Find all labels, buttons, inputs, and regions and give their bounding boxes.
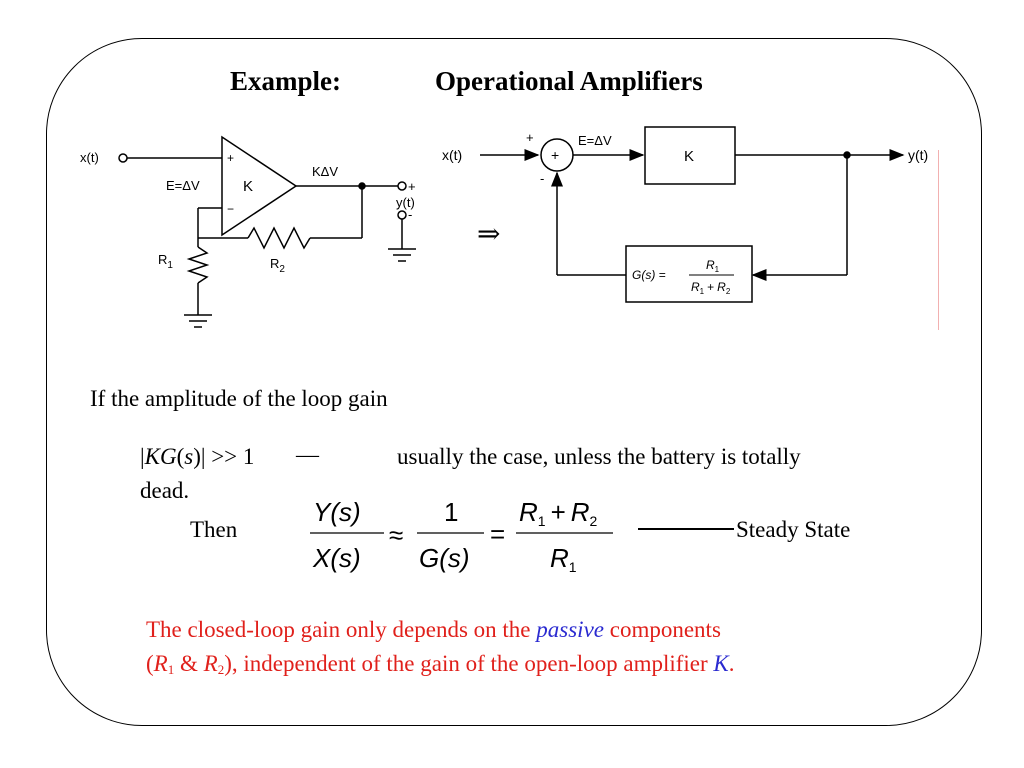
title-example: Example:: [230, 66, 341, 96]
k-symbol: K: [713, 651, 729, 676]
summer-symbol: +: [551, 147, 559, 163]
condition-note-cont: dead.: [140, 478, 190, 503]
output-minus-sign: -: [408, 207, 412, 222]
output-gain-label: KΔV: [312, 164, 338, 179]
eq-mid-num: 1: [444, 497, 458, 527]
conclusion-line1: The closed-loop gain only depends on the…: [146, 617, 721, 642]
eq-approx: ≈: [389, 520, 403, 550]
gain-equation: Y(s) X(s) ≈ 1 G(s) = R1+R2 R1: [310, 497, 613, 575]
feedback-denominator: R1+R2: [691, 280, 731, 296]
input-terminal: [118, 153, 128, 163]
block-diagram: x(t) + - + E=ΔV K y(t) G(s) = R1 R1+R2: [442, 126, 928, 303]
minus-input-sign: −: [227, 202, 234, 216]
output-terminal-plus: [397, 181, 407, 191]
eq-equals: =: [490, 519, 505, 549]
eq-lhs-den: X(s): [312, 543, 361, 573]
slide-frame: [46, 38, 982, 726]
resistor-r2: [247, 226, 311, 250]
circuit-input-label: x(t): [80, 150, 99, 165]
r2-label: R2: [270, 256, 285, 275]
steady-state-line: [638, 528, 734, 530]
eq-rhs-num: R1+R2: [519, 497, 598, 529]
condition-note: usually the case, unless the battery is …: [397, 444, 801, 469]
feedback-numerator: R1: [706, 258, 720, 274]
loop-gain-condition: |KG(s)| >> 1: [140, 444, 255, 469]
bd-plus-sign: +: [526, 130, 534, 145]
eq-lhs-num: Y(s): [313, 497, 361, 527]
bd-block-label: K: [684, 148, 694, 165]
dash: —: [296, 442, 319, 467]
opamp-triangle: [221, 135, 298, 237]
r1-label: R1: [158, 252, 173, 271]
implies-arrow: ⇒: [477, 219, 501, 250]
passive-word: passive: [536, 617, 604, 642]
bd-input-label: x(t): [442, 147, 462, 163]
bd-minus-sign: -: [540, 171, 544, 186]
loop-gain-intro: If the amplitude of the loop gain: [90, 386, 388, 411]
bd-error-label: E=ΔV: [578, 133, 612, 148]
edge-line: [938, 150, 939, 330]
steady-state-label: Steady State: [736, 517, 851, 542]
then-label: Then: [190, 517, 238, 542]
output-terminal-minus: [397, 210, 407, 220]
feedback-block: [625, 245, 753, 303]
resistor-r1: [186, 246, 210, 284]
plus-input-sign: +: [227, 151, 234, 165]
feedback-lhs: G(s) =: [632, 268, 666, 282]
opamp-circuit: x(t) + − E=ΔV K KΔV + - y(t) R1 R2: [80, 135, 416, 328]
bd-output-label: y(t): [908, 147, 928, 163]
circuit-error-label: E=ΔV: [166, 178, 200, 193]
opamp-gain-label: K: [243, 178, 253, 195]
circuit-output-label: y(t): [396, 195, 415, 210]
title-topic: Operational Amplifiers: [435, 66, 703, 96]
eq-mid-den: G(s): [419, 543, 470, 573]
output-plus-sign: +: [408, 179, 416, 194]
eq-rhs-den: R1: [550, 543, 577, 575]
conclusion-line2: (R1 & R2), independent of the gain of th…: [146, 651, 735, 677]
